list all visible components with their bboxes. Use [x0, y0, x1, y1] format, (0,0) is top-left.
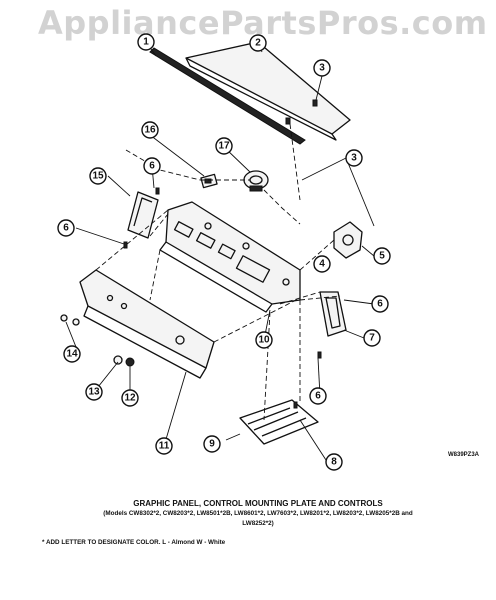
diagram-code: W839PZ3A [448, 452, 480, 458]
callout-16[interactable]: 16 [141, 121, 159, 139]
svg-text:5: 5 [379, 251, 385, 262]
callout-17[interactable]: 17 [215, 137, 233, 155]
svg-text:2: 2 [255, 38, 261, 49]
svg-text:4: 4 [319, 259, 325, 270]
part-7-right-end-cap[interactable] [319, 291, 347, 337]
callout-8[interactable]: 8 [325, 453, 343, 471]
part-12-knob[interactable] [125, 357, 135, 367]
part-16-switch[interactable] [200, 173, 218, 189]
part-17-control[interactable] [243, 170, 269, 192]
callout-9[interactable]: 9 [203, 435, 221, 453]
callout-6-left[interactable]: 6 [57, 219, 75, 237]
part-2-top-trim[interactable] [185, 41, 351, 141]
caption-models: (Models CW8302*2, CW8203*2, LW8501*2B, L… [103, 510, 413, 527]
callout-3-top[interactable]: 3 [313, 59, 331, 77]
part-8-bracket[interactable] [239, 399, 319, 445]
part-10-control-mounting-plate[interactable] [159, 201, 301, 313]
part-11-graphic-panel[interactable] [79, 269, 215, 379]
svg-text:6: 6 [377, 299, 383, 310]
svg-text:14: 14 [66, 349, 78, 360]
svg-text:3: 3 [319, 63, 325, 74]
callout-10[interactable]: 10 [255, 331, 273, 349]
svg-text:11: 11 [159, 441, 170, 452]
color-note: * ADD LETTER TO DESIGNATE COLOR. L - Alm… [42, 539, 226, 546]
svg-text:10: 10 [258, 335, 270, 346]
screws [123, 99, 322, 409]
svg-text:13: 13 [88, 387, 100, 398]
callout-5[interactable]: 5 [373, 247, 391, 265]
callout-2[interactable]: 2 [249, 34, 267, 52]
callout-14[interactable]: 14 [63, 345, 81, 363]
part-14-buttons[interactable] [60, 314, 80, 326]
svg-text:6: 6 [315, 391, 321, 402]
callout-6-upper[interactable]: 6 [143, 157, 161, 175]
caption-title: GRAPHIC PANEL, CONTROL MOUNTING PLATE AN… [133, 499, 383, 508]
svg-text:6: 6 [149, 161, 155, 172]
svg-text:16: 16 [144, 125, 156, 136]
svg-text:12: 12 [124, 393, 136, 404]
svg-text:9: 9 [209, 439, 215, 450]
part-1-strip[interactable] [149, 47, 306, 145]
callout-7[interactable]: 7 [363, 329, 381, 347]
callout-13[interactable]: 13 [85, 383, 103, 401]
callout-4[interactable]: 4 [313, 255, 331, 273]
part-5-timer[interactable] [333, 221, 363, 259]
caption: GRAPHIC PANEL, CONTROL MOUNTING PLATE AN… [98, 499, 418, 529]
assembly-lines [95, 123, 341, 421]
svg-text:1: 1 [143, 37, 149, 48]
svg-text:6: 6 [63, 223, 69, 234]
svg-text:8: 8 [331, 457, 337, 468]
svg-text:7: 7 [369, 333, 375, 344]
callout-6-right[interactable]: 6 [371, 295, 389, 313]
callout-3-right[interactable]: 3 [345, 149, 363, 167]
callout-1[interactable]: 1 [137, 33, 155, 51]
part-15-left-end-cap[interactable] [127, 191, 159, 239]
callout-6-lower[interactable]: 6 [309, 387, 327, 405]
callout-12[interactable]: 12 [121, 389, 139, 407]
svg-text:17: 17 [218, 141, 230, 152]
callout-11[interactable]: 11 [155, 437, 173, 455]
part-13-knob[interactable] [113, 355, 123, 365]
svg-text:3: 3 [351, 153, 357, 164]
callout-15[interactable]: 15 [89, 167, 107, 185]
svg-text:15: 15 [92, 171, 104, 182]
